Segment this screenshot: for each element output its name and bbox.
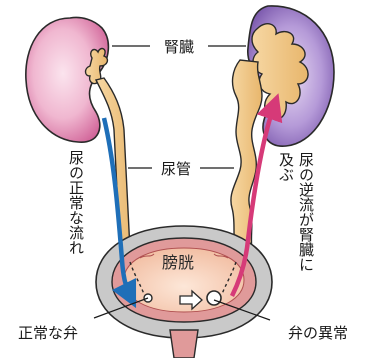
reflux-label-line2: 及ぶ	[277, 152, 295, 182]
normal-valve-label: 正常な弁	[18, 324, 78, 342]
normal-flow-label: 尿の正常な流れ	[67, 150, 85, 255]
right-kidney	[248, 6, 334, 146]
abnormal-valve-label: 弁の異常	[288, 324, 348, 342]
bladder-label: 膀胱	[162, 253, 194, 272]
reflux-label-line1: 尿の逆流が腎臓に	[297, 152, 315, 272]
ureter-label: 尿管	[161, 160, 191, 178]
kidney-label: 腎臓	[164, 38, 194, 56]
abnormal-valve-opening	[207, 291, 221, 305]
